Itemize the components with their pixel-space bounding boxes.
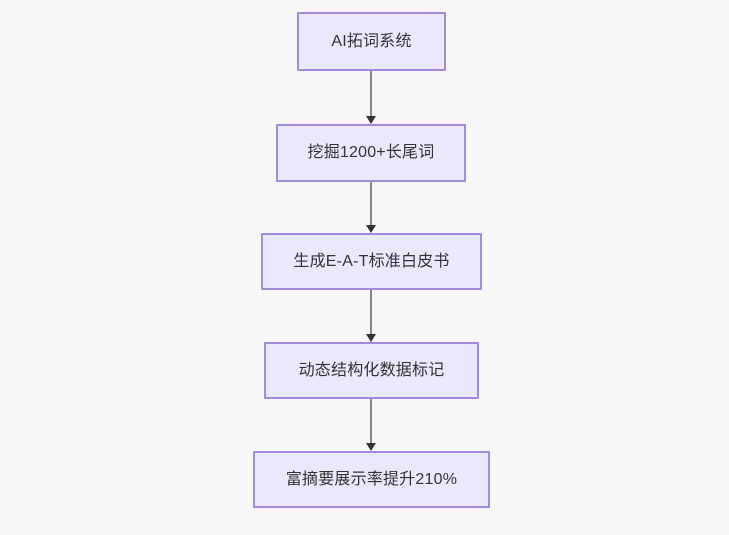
flow-node-2[interactable]: 挖掘1200+长尾词 [276,124,466,182]
connector-line [370,290,372,335]
arrowhead-down-icon [366,443,376,451]
arrowhead-down-icon [366,334,376,342]
flow-node-5[interactable]: 富摘要展示率提升210% [253,451,490,508]
flow-node-2-label: 挖掘1200+长尾词 [307,144,435,162]
arrowhead-down-icon [366,225,376,233]
connector-line [370,71,372,117]
connector-line [370,182,372,226]
flow-connector-1 [362,71,380,124]
flow-node-3-label: 生成E-A-T标准白皮书 [293,252,450,270]
flow-node-1-label: AI拓词系统 [331,32,412,50]
arrowhead-down-icon [366,116,376,124]
flow-node-3[interactable]: 生成E-A-T标准白皮书 [261,233,482,290]
flow-connector-2 [362,182,380,233]
flow-connector-4 [362,399,380,451]
connector-line [370,399,372,444]
flow-connector-3 [362,290,380,342]
flow-node-4[interactable]: 动态结构化数据标记 [264,342,479,399]
flow-node-4-label: 动态结构化数据标记 [298,361,445,379]
flow-node-5-label: 富摘要展示率提升210% [285,470,458,488]
flow-node-1[interactable]: AI拓词系统 [297,12,446,71]
